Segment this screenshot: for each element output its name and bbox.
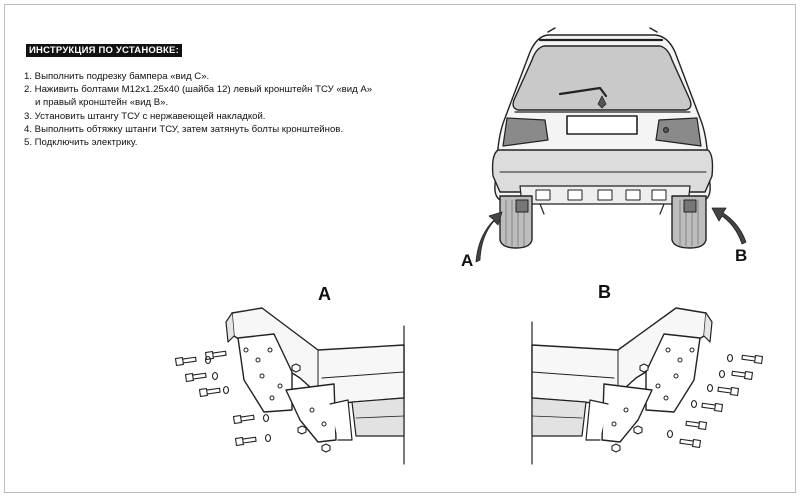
- view-a-bolt-set: [174, 350, 331, 453]
- bolt: [679, 438, 702, 449]
- bolt: [174, 356, 197, 367]
- bolt: [198, 387, 221, 398]
- bolt: [685, 420, 708, 431]
- bolt: [234, 436, 257, 447]
- car-label-b: B: [735, 246, 747, 265]
- step-2: 2. Наживить болтами М12х1.25х40 (шайба 1…: [24, 84, 373, 96]
- arrow-to-right-bracket: [711, 207, 747, 245]
- arrow-to-left-bracket: [475, 211, 503, 263]
- view-b-bracket-illustration: [531, 307, 713, 465]
- step-5: 5. Подключить электрику.: [24, 137, 138, 149]
- step-4: 4. Выполнить обтяжку штанги ТСУ, затем з…: [24, 123, 344, 135]
- bolt: [717, 386, 740, 397]
- view-a-bracket-illustration: [225, 307, 405, 465]
- view-b-bolt-set: [611, 353, 764, 453]
- car-rear-illustration: [491, 27, 714, 249]
- instructions-heading: ИНСТРУКЦИЯ ПО УСТАНОВКЕ:: [26, 44, 182, 57]
- view-a-title: A: [318, 284, 331, 304]
- bolt: [701, 402, 724, 413]
- step-3: 3. Установить штангу ТСУ с нержавеющей н…: [24, 110, 266, 122]
- bolt: [184, 372, 207, 383]
- bolt: [741, 354, 764, 365]
- instruction-steps: 1. Выполнить подрезку бампера «вид С». 2…: [24, 70, 372, 149]
- step-1: 1. Выполнить подрезку бампера «вид С».: [24, 71, 210, 82]
- bolt: [204, 350, 227, 361]
- step-2-cont: и правый кронштейн «вид В».: [35, 97, 169, 109]
- car-label-a: A: [461, 251, 473, 270]
- bolt: [731, 370, 754, 381]
- bolt: [232, 414, 255, 425]
- view-b-title: B: [598, 282, 611, 302]
